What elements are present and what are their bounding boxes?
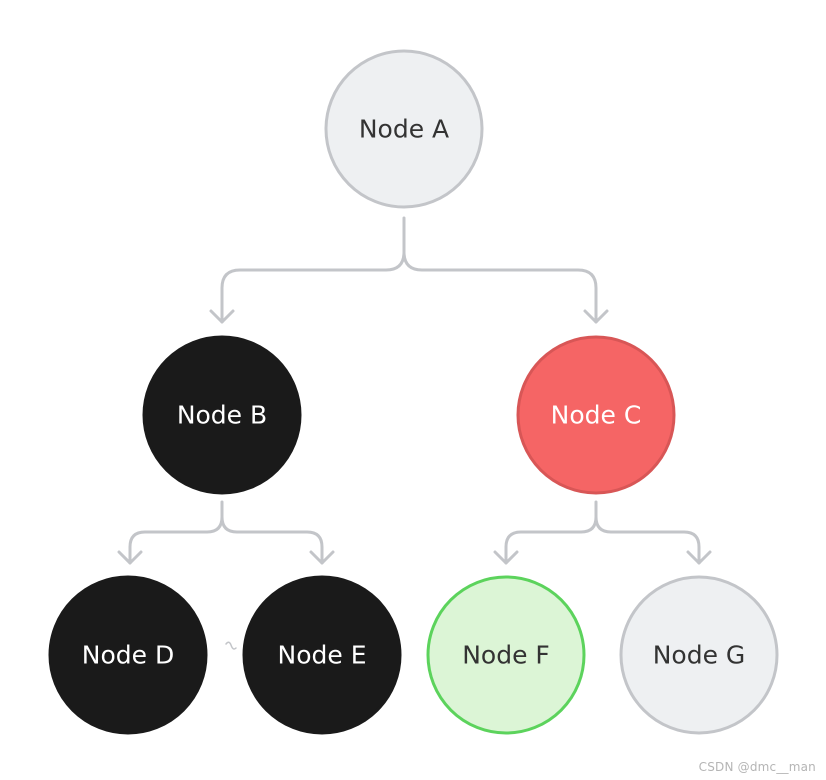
node-f[interactable]: Node F (426, 575, 586, 735)
node-e-circle (242, 575, 402, 735)
edge-a-b (209, 216, 406, 324)
node-b-label: Node B (177, 401, 267, 430)
node-f-circle (426, 575, 586, 735)
edge-b-d (117, 500, 224, 565)
edge-a-c (402, 250, 609, 324)
edge-c-f (493, 500, 598, 565)
node-g[interactable]: Node G (619, 575, 779, 735)
node-a-circle (324, 49, 484, 209)
node-a-label: Node A (359, 115, 449, 144)
edge-c-g (594, 515, 712, 565)
node-b[interactable]: Node B (142, 335, 302, 495)
node-d[interactable]: Node D (48, 575, 208, 735)
edge-b-e (220, 515, 335, 565)
node-e-label: Node E (278, 641, 367, 670)
node-c-circle (516, 335, 676, 495)
node-g-circle (619, 575, 779, 735)
node-d-circle (48, 575, 208, 735)
node-g-label: Node G (653, 641, 746, 670)
node-d-label: Node D (82, 641, 174, 670)
watermark: CSDN @dmc__man (698, 760, 816, 774)
node-b-circle (142, 335, 302, 495)
connector-squiggle-icon (225, 641, 237, 650)
node-c-label: Node C (551, 401, 642, 430)
node-e[interactable]: Node E (242, 575, 402, 735)
node-a[interactable]: Node A (324, 49, 484, 209)
node-c[interactable]: Node C (516, 335, 676, 495)
node-f-label: Node F (462, 641, 550, 670)
